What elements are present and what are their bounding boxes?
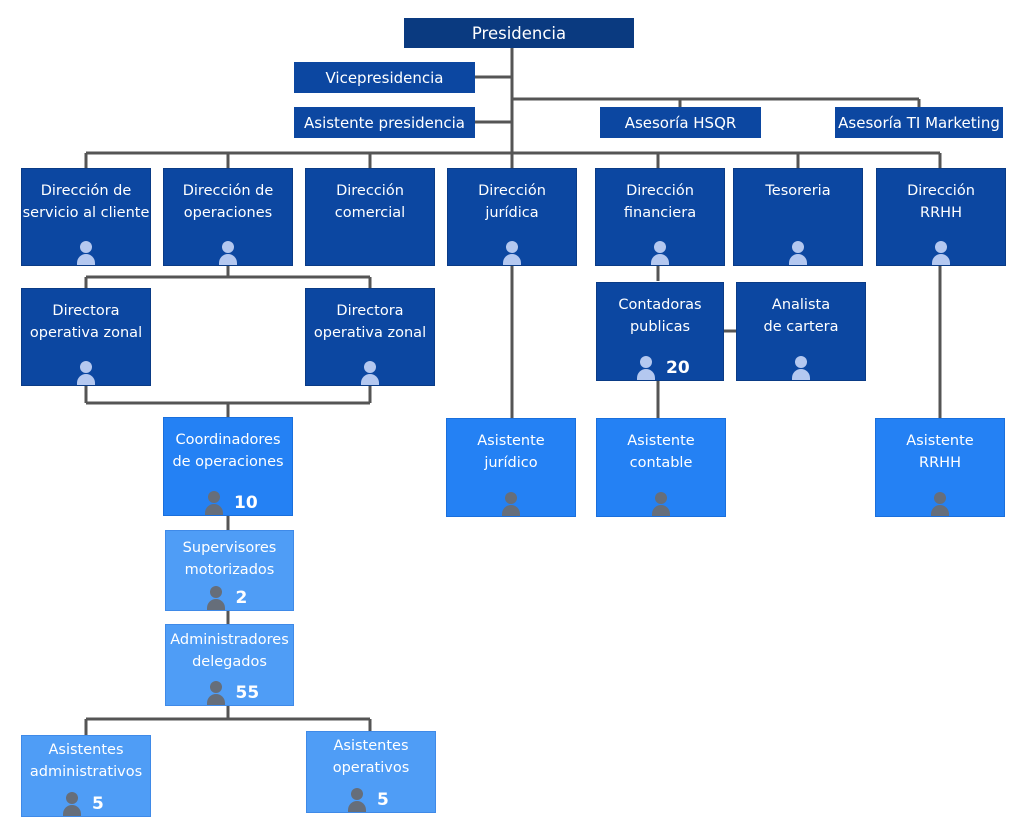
card-title-line2: operaciones [183,204,273,221]
coordinadores-card: Coordinadores de operaciones 10 [163,417,293,516]
person-icon [651,492,671,516]
asesoria-hsqr-box: Asesoría HSQR [600,107,761,138]
card-title-line1: Dirección de [182,183,274,199]
direccion-juridica-card: Dirección jurídica [447,168,577,266]
person-icon [218,241,238,265]
card-title-line2: de cartera [763,318,839,335]
card-title-line1: Directora [336,303,404,319]
card-title-line1: Dirección [336,183,404,199]
person-icon [76,361,96,385]
card-title-line1: Administradores [170,632,289,648]
card-title-line2: de operaciones [172,453,284,470]
card-title-line2: operativa zonal [313,324,427,341]
card-title-line1: Dirección [626,183,694,199]
headcount: 2 [235,588,248,608]
person-icon [788,241,808,265]
asistente-presidencia-label: Asistente presidencia [304,113,465,132]
asistente-contable-card: Asistente contable [596,418,726,517]
asistentes-administrativos-card: Asistentes administrativos 5 [21,735,151,817]
person-icon [76,241,96,265]
person-icon [930,492,950,516]
card-title-line1: Supervisores [182,540,277,556]
card-title-line1: Asistente [627,433,695,449]
asesoria-ti-box: Asesoría TI Marketing [835,107,1003,138]
asistentes-operativos-card: Asistentes operativos 5 [306,731,436,813]
person-icon [360,361,380,385]
presidencia-label: Presidencia [471,23,567,43]
contadoras-card: Contadoras publicas 20 [596,282,724,381]
person-icon [931,241,951,265]
card-title-line2: publicas [629,318,691,335]
vicepresidencia-box: Vicepresidencia [294,62,475,93]
card-title-line1: Tesoreria [765,183,831,199]
card-title-line1: Dirección de [40,183,132,199]
card-title-line1: Analista [771,297,831,313]
card-title-line1: Dirección [478,183,546,199]
presidencia-box: Presidencia [404,18,634,48]
direccion-operaciones-card: Dirección de operaciones [163,168,293,266]
asistente-juridico-card: Asistente jurídico [446,418,576,517]
card-title-line2: contable [629,454,693,471]
direccion-rrhh-card: Dirección RRHH [876,168,1006,266]
vicepresidencia-label: Vicepresidencia [325,68,444,87]
card-title-line2: jurídico [484,454,538,471]
headcount: 5 [377,790,389,810]
card-title-line1: Contadoras [618,297,702,313]
direccion-servicio-card: Dirección de servicio al cliente [21,168,151,266]
person-icon [206,586,226,610]
card-title-line1: Asistente [906,433,974,449]
card-title-line2: delegados [192,653,267,670]
person-icon [347,788,367,812]
card-title-line2: comercial [334,204,406,221]
card-title-line2: motorizados [184,561,275,578]
person-icon [62,792,82,816]
card-title-line2: RRHH [919,454,961,471]
person-icon [650,241,670,265]
administradores-card: Administradores delegados 55 [165,624,294,706]
supervisores-card: Supervisores motorizados 2 [165,530,294,611]
person-icon [204,491,224,515]
direccion-comercial-card: Dirección comercial [305,168,435,266]
card-title-line1: Dirección [907,183,975,199]
headcount: 20 [666,358,690,378]
person-icon [636,356,656,380]
asesoria-ti-label: Asesoría TI Marketing [838,113,1000,132]
card-title-line2: RRHH [920,204,962,221]
tesoreria-card: Tesoreria [733,168,863,266]
card-title-line1: Asistentes [48,742,124,758]
card-title-line1: Directora [52,303,120,319]
person-icon [791,356,811,380]
asesoria-hsqr-label: Asesoría HSQR [624,113,737,132]
card-title-line2: servicio al cliente [22,204,150,221]
person-icon [501,492,521,516]
card-title-line1: Asistentes [333,738,409,754]
directora-zonal-card-2: Directora operativa zonal [305,288,435,386]
person-icon [206,681,226,705]
card-title-line2: administrativos [29,763,143,780]
headcount: 10 [234,493,258,513]
headcount: 5 [92,794,104,814]
analista-card: Analista de cartera [736,282,866,381]
headcount: 55 [235,683,260,703]
direccion-financiera-card: Dirección financiera [595,168,725,266]
card-title-line1: Coordinadores [175,432,281,448]
asistente-presidencia-box: Asistente presidencia [294,107,475,138]
card-title-line2: operativa zonal [29,324,143,341]
card-title-line2: financiera [623,204,697,221]
person-icon [502,241,522,265]
asistente-rrhh-card: Asistente RRHH [875,418,1005,517]
card-title-line2: jurídica [485,204,539,221]
directora-zonal-card-1: Directora operativa zonal [21,288,151,386]
card-title-line1: Asistente [477,433,545,449]
card-title-line2: operativos [332,759,410,776]
